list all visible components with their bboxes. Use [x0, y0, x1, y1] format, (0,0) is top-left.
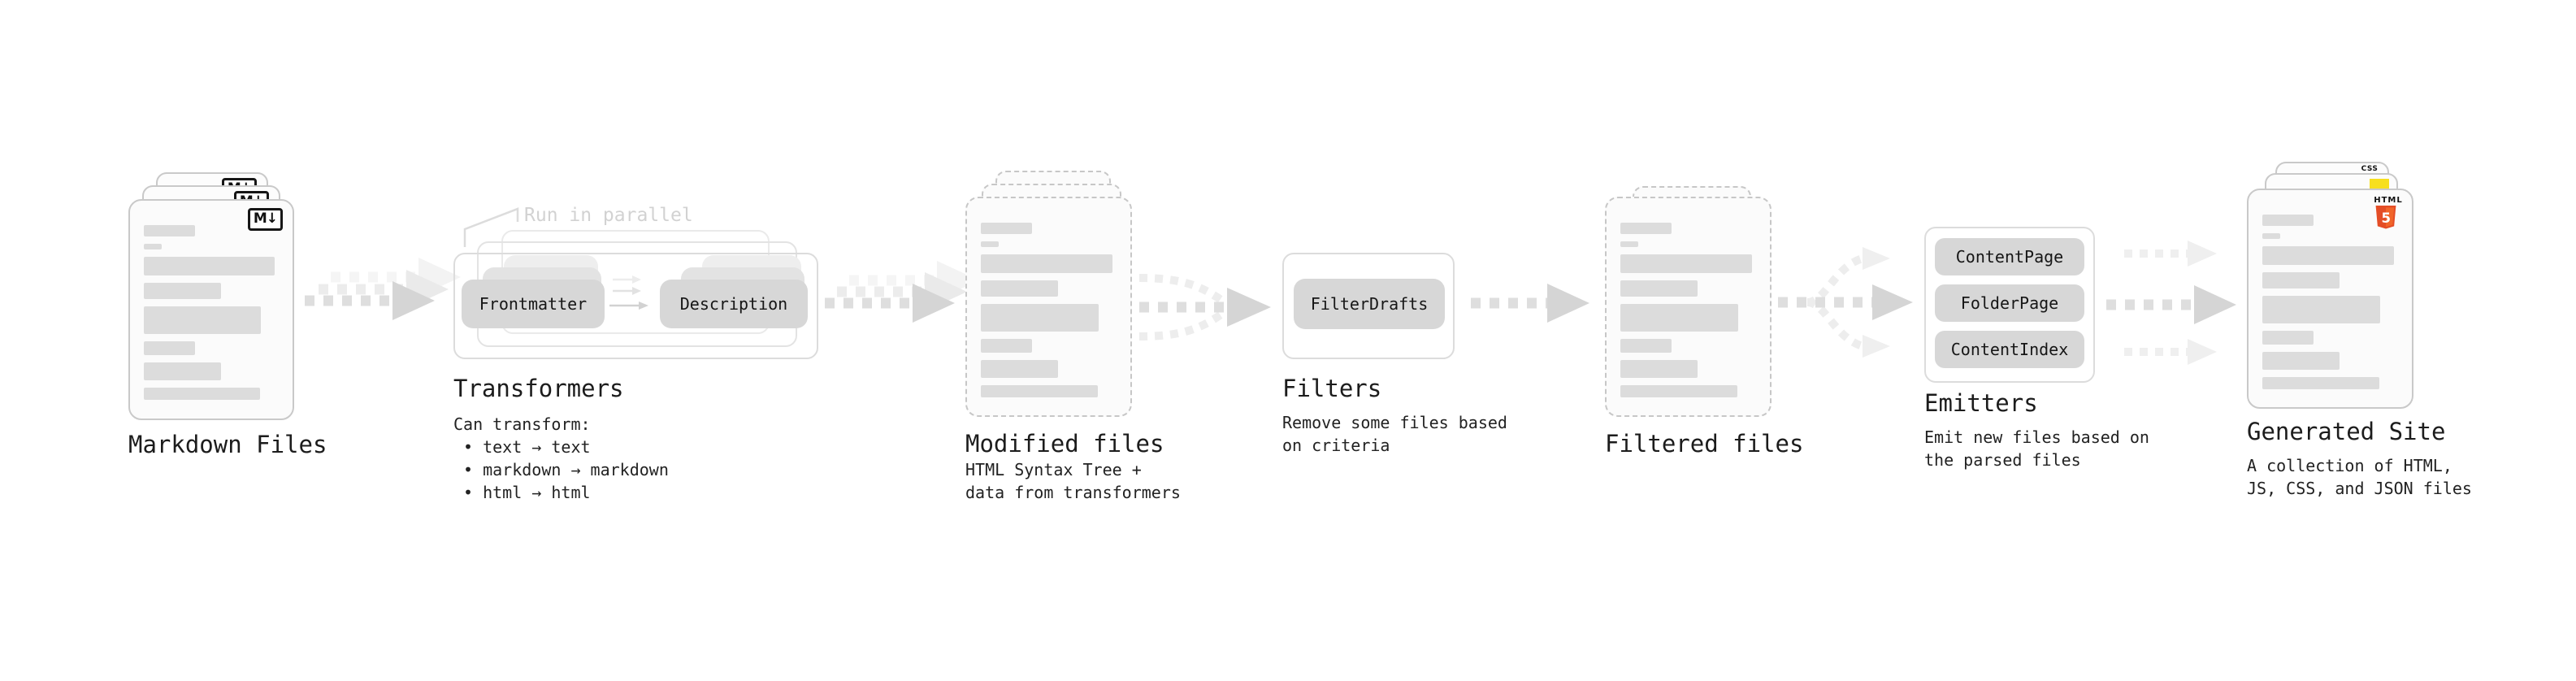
- caption-line: the parsed files: [1924, 450, 2081, 470]
- run-in-parallel-label: Run in parallel: [524, 205, 693, 226]
- description-pill: Description: [660, 280, 808, 328]
- stage-title-emitters: Emitters: [1924, 389, 2038, 417]
- svg-text:5: 5: [2382, 210, 2392, 226]
- flow-arrow-ghost-icon: [2124, 339, 2217, 365]
- stage-title-markdown-files: Markdown Files: [128, 431, 327, 458]
- transformer-box-front: [453, 253, 818, 359]
- arrow-modified-to-filters-merge-icon: [1138, 274, 1271, 340]
- caption-line: data from transformers: [965, 483, 1181, 502]
- emitters-caption: Emit new files based on the parsed files: [1924, 426, 2149, 471]
- caption-line: JS, CSS, and JSON files: [2247, 479, 2472, 498]
- stage-title-generated-site: Generated Site: [2247, 418, 2446, 445]
- emitter-pill-folderpage: FolderPage: [1935, 284, 2084, 322]
- flow-arrow-icon: [305, 281, 435, 320]
- modified-file-card-front: [965, 197, 1132, 417]
- emitter-pill-contentindex: ContentIndex: [1935, 331, 2084, 368]
- flow-arrow-ghost-icon: [2124, 241, 2217, 267]
- document-skeleton: [1607, 198, 1770, 415]
- markdown-file-card-front: M↓: [128, 199, 294, 420]
- document-skeleton: [2249, 190, 2412, 407]
- pill-to-pill-arrows-icon: [609, 275, 648, 310]
- annotation-leader-line: [463, 207, 519, 247]
- stage-title-filtered-files: Filtered files: [1605, 430, 1804, 458]
- caption-bullet: • markdown → markdown: [463, 460, 669, 479]
- caption-line: A collection of HTML,: [2247, 456, 2452, 475]
- flow-arrow-icon: [2106, 285, 2236, 324]
- arrow-filtered-to-emitters-fork-icon: [1778, 247, 1913, 358]
- emitter-pill-contentpage: ContentPage: [1935, 238, 2084, 275]
- caption-line: HTML Syntax Tree +: [965, 460, 1142, 479]
- stage-title-transformers: Transformers: [453, 375, 624, 402]
- html5-icon: HTML 5: [2374, 197, 2403, 229]
- document-skeleton: [967, 198, 1130, 415]
- filters-caption: Remove some files based on criteria: [1282, 411, 1507, 457]
- filtered-file-card-front: [1605, 197, 1772, 417]
- arrow-filters-to-filtered-icon: [1471, 284, 1589, 323]
- modified-files-caption: HTML Syntax Tree + data from transformer…: [965, 458, 1181, 504]
- generated-site-caption: A collection of HTML, JS, CSS, and JSON …: [2247, 454, 2472, 500]
- caption-bullet: • text → text: [463, 437, 591, 457]
- frontmatter-pill: Frontmatter: [462, 280, 605, 328]
- markdown-icon: M↓: [247, 208, 283, 231]
- caption-line: Emit new files based on: [1924, 427, 2149, 447]
- caption-line: Remove some files based: [1282, 413, 1507, 432]
- caption-line: on criteria: [1282, 436, 1390, 455]
- site-file-card-html: HTML 5: [2247, 189, 2413, 409]
- caption-line: Can transform:: [453, 414, 591, 434]
- caption-bullet: • html → html: [463, 483, 591, 502]
- transformers-caption: Can transform: • text → text • markdown …: [453, 413, 669, 504]
- stage-title-modified-files: Modified files: [965, 430, 1164, 458]
- document-skeleton: [130, 201, 293, 419]
- flow-arrow-icon: [825, 284, 955, 323]
- stage-title-filters: Filters: [1282, 375, 1382, 402]
- filterdrafts-pill: FilterDrafts: [1294, 279, 1445, 329]
